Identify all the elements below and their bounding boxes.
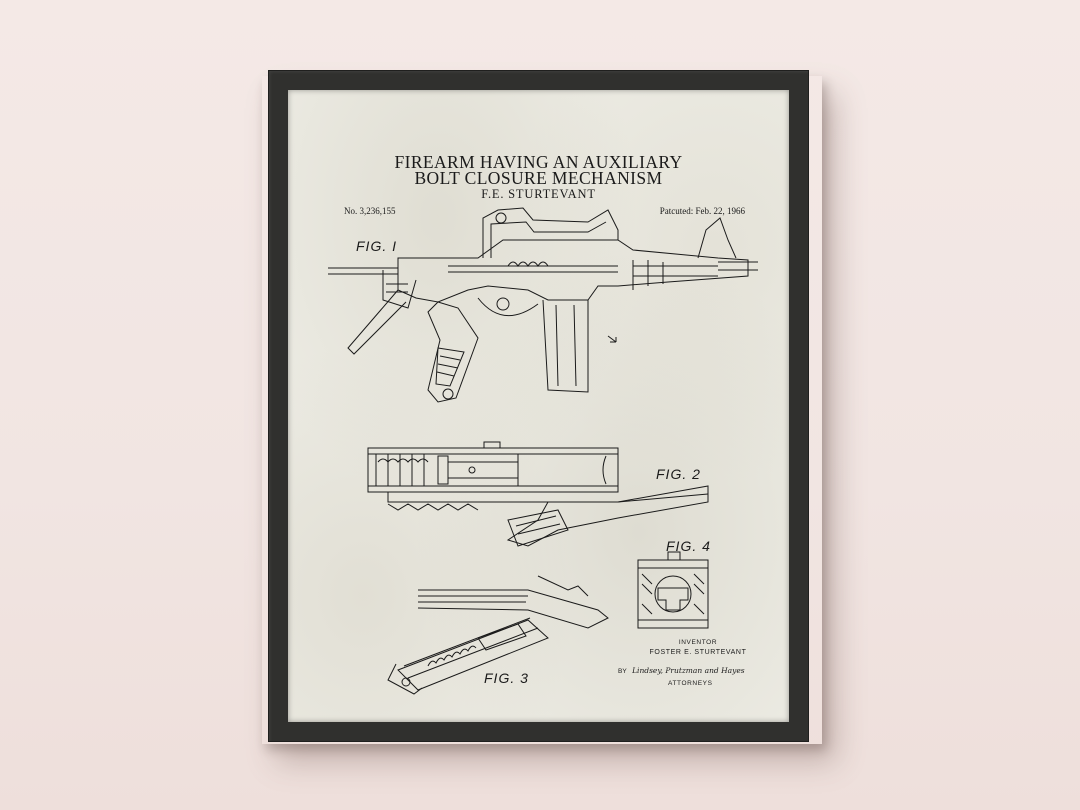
patent-number: No. 3,236,155 <box>344 206 396 216</box>
fig-4-label: FIG. 4 <box>666 538 711 554</box>
patent-date: Patcuted: Feb. 22, 1966 <box>659 206 745 216</box>
inventor-name: FOSTER E. STURTEVANT <box>649 649 747 656</box>
picture-frame: FIREARM HAVING AN AUXILIARY BOLT CLOSURE… <box>268 70 809 742</box>
title-line-2: BOLT CLOSURE MECHANISM <box>414 168 663 188</box>
patent-drawings <box>328 207 758 695</box>
inventor-block: INVENTOR FOSTER E. STURTEVANT <box>638 638 758 658</box>
rifle-drawing <box>328 207 758 403</box>
fig-2-label: FIG. 2 <box>656 466 701 482</box>
attorney-signature-line: BY Lindsey, Prutzman and Hayes <box>618 666 778 675</box>
patent-print: FIREARM HAVING AN AUXILIARY BOLT CLOSURE… <box>288 90 789 722</box>
attorney-signature: Lindsey, Prutzman and Hayes <box>632 666 745 675</box>
fig-1-label: FIG. I <box>356 238 397 254</box>
by-label: BY <box>618 668 627 675</box>
attorneys-label: ATTORNEYS <box>668 680 713 687</box>
fig3-drawing <box>387 575 609 695</box>
inventor-label: INVENTOR <box>678 639 718 646</box>
fig2-drawing <box>367 441 709 547</box>
title-line-1: FIREARM HAVING AN AUXILIARY <box>394 152 683 172</box>
fig-3-label: FIG. 3 <box>484 670 529 686</box>
inventor-subtitle: F.E. STURTEVANT <box>481 187 596 201</box>
fig4-drawing <box>637 551 709 629</box>
